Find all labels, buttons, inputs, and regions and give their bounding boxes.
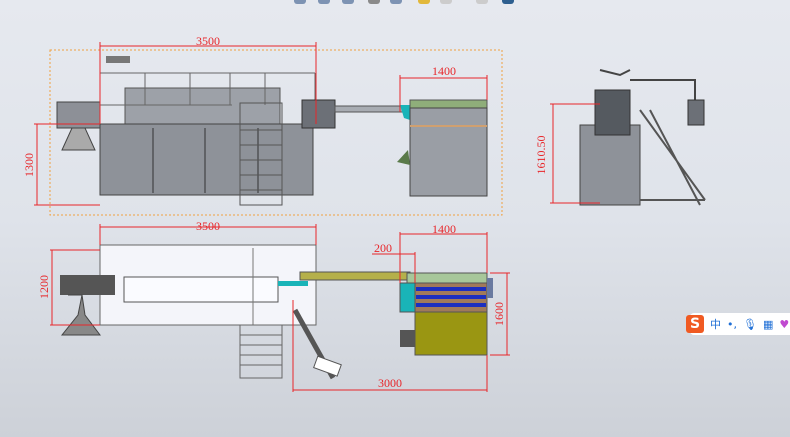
right-top: [409, 99, 488, 109]
skin-icon[interactable]: ♥: [779, 317, 790, 331]
front-view: 3500 1300 1400: [22, 34, 503, 216]
previous-view-icon[interactable]: [342, 0, 354, 4]
side-cabinet: [579, 124, 641, 206]
top-stairs: [239, 324, 283, 379]
dim-front-right-unit: 1400: [432, 64, 456, 78]
dim-front-width: 3500: [196, 34, 220, 48]
dim-top-conveyor: 3000: [378, 376, 402, 390]
dim-side-height: 1610.50: [534, 136, 548, 175]
microphone-icon[interactable]: 🎙: [743, 317, 757, 331]
conveyor: [334, 105, 411, 113]
dim-front-height: 1300: [22, 153, 36, 177]
side-ladder: [639, 109, 706, 206]
top-conveyor: [299, 271, 411, 281]
top-chamber: [123, 276, 279, 303]
top-right-cyan: [399, 282, 416, 313]
ime-toolbar[interactable]: S 中 •, 🎙 ▦ ♥: [686, 313, 790, 335]
dim-top-right-depth: 1600: [492, 302, 506, 326]
section-view-icon[interactable]: [368, 0, 380, 4]
selection-box: [49, 49, 503, 216]
dim-top-right-unit: 1400: [432, 222, 456, 236]
top-right-olive: [414, 311, 488, 356]
dim-top-width: 3500: [196, 219, 220, 233]
display-style-icon[interactable]: [418, 0, 430, 4]
left-stand: [61, 127, 96, 151]
rotate-icon[interactable]: [390, 0, 402, 4]
top-right-green: [406, 272, 488, 284]
punctuation-icon[interactable]: •,: [727, 317, 737, 331]
zoom-fit-icon[interactable]: [294, 0, 306, 4]
view-toolbar: [290, 0, 530, 6]
top-left-unit: [60, 275, 115, 295]
sogou-logo-icon[interactable]: S: [686, 315, 704, 333]
right-unit: [409, 107, 488, 197]
keyboard-icon[interactable]: ▦: [762, 317, 774, 331]
ime-mode-toggle[interactable]: 中: [710, 318, 721, 331]
side-head: [594, 89, 631, 136]
control-panel: [301, 99, 336, 129]
side-view: 1610.50: [534, 69, 706, 206]
chute: [397, 150, 410, 165]
ladder-rungs: [240, 129, 282, 191]
dim-top-offset: 200: [374, 241, 392, 255]
zoom-area-icon[interactable]: [318, 0, 330, 4]
appearance-icon[interactable]: [476, 0, 488, 4]
ladder: [239, 102, 283, 206]
monitor-icon[interactable]: [502, 0, 514, 4]
dim-top-depth: 1200: [37, 275, 51, 299]
top-view: 3500 1200 1400 200 1600 3000: [37, 219, 510, 392]
hood: [124, 87, 281, 125]
cyan-guide: [400, 105, 410, 120]
display-mount: [106, 56, 130, 63]
hide-show-icon[interactable]: [440, 0, 452, 4]
